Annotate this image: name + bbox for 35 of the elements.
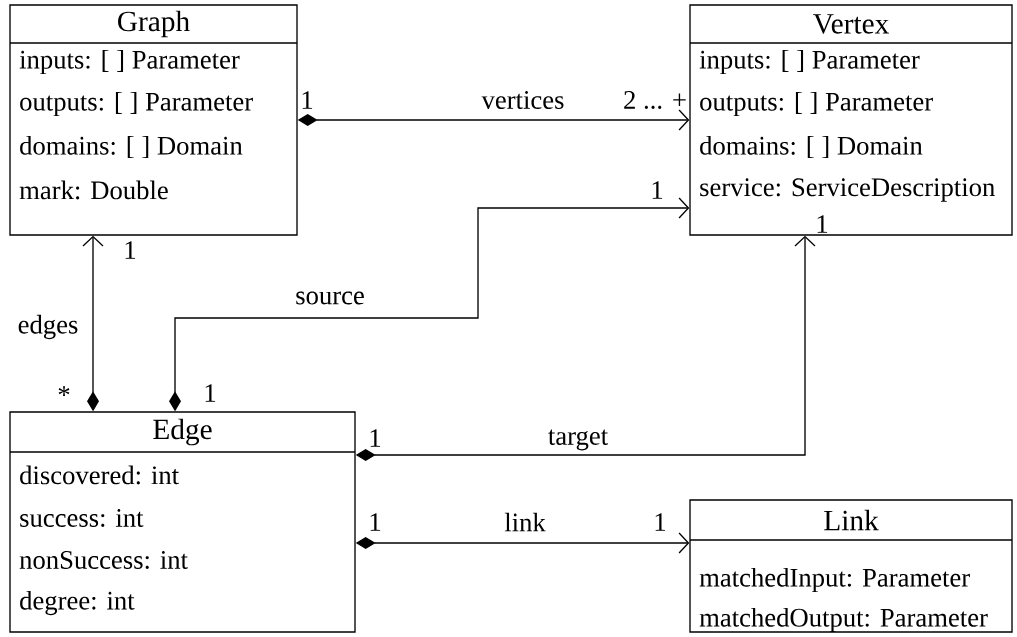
attribute-text: mark: Double [19,180,168,200]
class-box [9,411,356,633]
class-name: Graph [118,10,190,38]
edge-label: vertices [480,89,566,111]
multiplicity: * [58,386,70,397]
multiplicity: 2 ... + [624,91,686,109]
edge-label: source [293,290,367,306]
multiplicity: 1 [817,215,828,233]
attribute-text: degree: int [20,590,135,616]
attribute-text: discovered: int [20,465,179,485]
class-name: Vertex [813,14,889,34]
multiplicity: 1 [652,181,663,199]
attribute-text: outputs: [ ] Parameter [20,91,253,117]
attribute-text: matchedOutput: Parameter [699,607,988,633]
attribute-text: domains: [ ] Domain [700,135,923,159]
attribute-text: inputs: [ ] Parameter [699,49,920,75]
class-name: Link [824,509,879,531]
class-box [9,4,298,236]
edge-label: target [546,428,610,452]
attribute-text: domains: [ ] Domain [20,135,243,159]
multiplicity: 1 [655,513,666,531]
attribute-text: success: int [20,509,144,527]
edge-label: edges [16,313,80,341]
attribute-text: nonSuccess: int [19,551,188,569]
multiplicity: 1 [302,91,313,109]
attribute-text: matchedInput: Parameter [699,567,970,593]
attribute-text: outputs: [ ] Parameter [700,91,933,117]
attribute-text: service: ServiceDescription [700,178,995,202]
class-name: Edge [153,418,212,446]
edge-label: link [502,511,548,533]
multiplicity: 1 [370,429,381,447]
class-box [689,4,1013,236]
class-box [689,499,1013,633]
multiplicity: 1 [370,513,381,531]
attribute-text: inputs: [ ] Parameter [19,49,240,75]
